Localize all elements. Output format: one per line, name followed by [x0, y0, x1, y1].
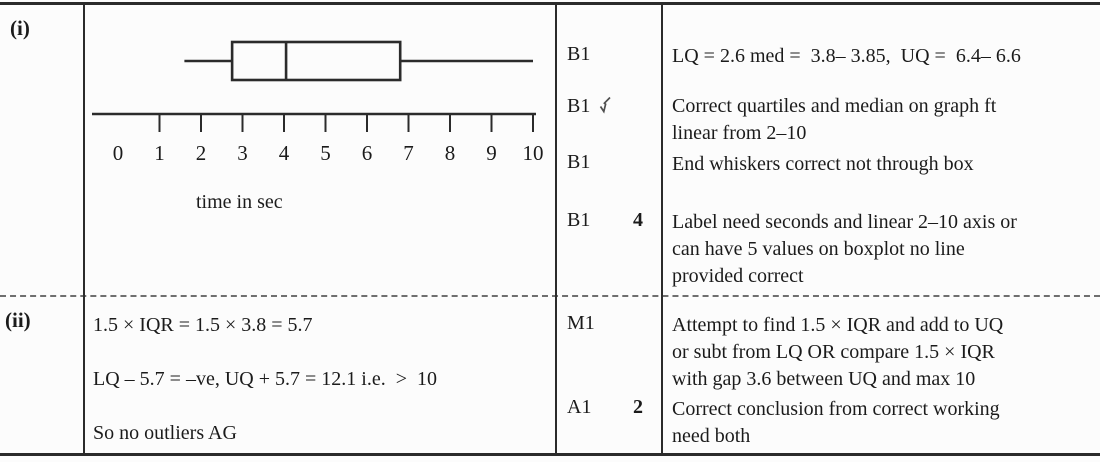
axis-title: time in sec — [196, 191, 283, 213]
part-label-i: (i) — [10, 16, 30, 40]
axis-tick-label: 5 — [320, 141, 331, 165]
mark-i-2: B1 — [567, 93, 612, 118]
table-top-border — [0, 2, 1100, 5]
mark-code: B1 — [567, 209, 591, 231]
axis-tick-label: 7 — [403, 141, 414, 165]
mark-ii-1: M1 — [567, 312, 595, 335]
comment-i-2: Correct quartiles and median on graph ft… — [672, 95, 997, 144]
axis-tick-label: 4 — [279, 141, 290, 165]
mark-ii-2: A1 — [567, 396, 591, 419]
column-divider-3 — [661, 2, 663, 454]
axis-tick-label: 2 — [196, 141, 207, 165]
axis-tick-label: 1 — [154, 141, 165, 165]
axis-tick-label: 10 — [523, 141, 544, 165]
table-bottom-border — [0, 453, 1100, 456]
mark-i-4: B1 — [567, 209, 590, 232]
mark-code: B1 — [567, 95, 591, 117]
axis-tick-label: 8 — [445, 141, 456, 165]
mark-code: B1 — [567, 151, 591, 173]
comment-i-3: End whiskers correct not through box — [672, 153, 974, 175]
mark-code: B1 — [567, 43, 591, 65]
axis-tick-label: 0 — [113, 141, 124, 165]
working-ii-3: So no outliers AG — [93, 422, 237, 444]
column-divider-2 — [555, 2, 557, 454]
row-separator-dashed — [0, 295, 1100, 297]
working-ii-1: 1.5 × IQR = 1.5 × 3.8 = 5.7 — [93, 314, 313, 336]
comment-ii-1: Attempt to find 1.5 × IQR and add to UQ … — [672, 314, 1004, 390]
mark-total-ii: 2 — [633, 396, 643, 418]
axis-tick-label: 3 — [237, 141, 248, 165]
boxplot-diagram: 0 1 2 3 4 5 6 7 8 9 10 — [92, 40, 544, 165]
mark-code: A1 — [567, 396, 592, 418]
follow-through-tick-icon — [600, 96, 611, 114]
mark-i-1: B1 — [567, 43, 590, 66]
mark-code: M1 — [567, 312, 595, 334]
mark-i-3: B1 — [567, 151, 590, 174]
comment-i-4: Label need seconds and linear 2–10 axis … — [672, 211, 1017, 287]
mark-total-i: 4 — [633, 209, 643, 231]
working-ii-2: LQ – 5.7 = –ve, UQ + 5.7 = 12.1 i.e. > 1… — [93, 368, 437, 390]
comment-i-1: LQ = 2.6 med = 3.8– 3.85, UQ = 6.4– 6.6 — [672, 45, 1021, 67]
box — [230, 40, 402, 82]
column-divider-1 — [83, 2, 85, 454]
part-label-ii: (ii) — [5, 308, 31, 332]
axis-tick-label: 6 — [362, 141, 373, 165]
axis-tick-label: 9 — [486, 141, 497, 165]
comment-ii-2: Correct conclusion from correct working … — [672, 398, 1000, 447]
